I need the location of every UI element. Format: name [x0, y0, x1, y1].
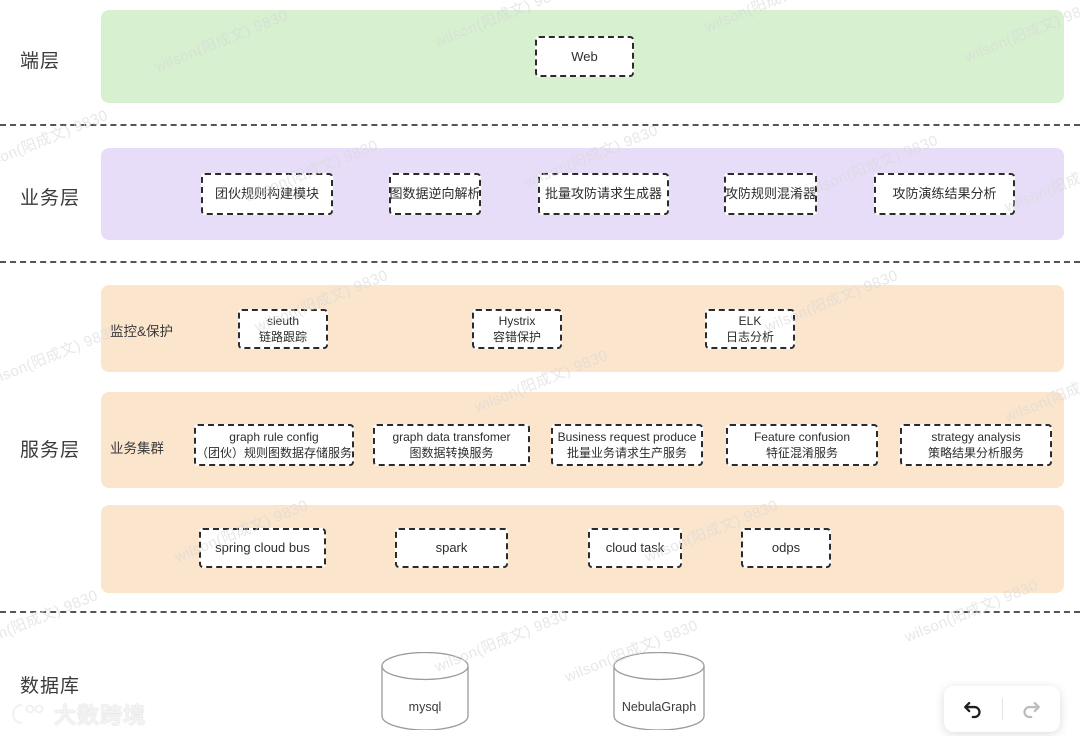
brand-mark-icon [12, 704, 44, 724]
node-graph-rule-config[interactable]: graph rule config （团伙）规则图数据存储服务 [194, 424, 354, 466]
node-batch-attack-request-generator[interactable]: 批量攻防请求生成器 [538, 173, 669, 215]
node-secondary-label: 图数据转换服务 [409, 446, 494, 460]
cylinder-shape-icon [613, 652, 705, 730]
node-secondary-label: 批量业务请求生产服务 [566, 446, 687, 460]
node-secondary-label: 策略结果分析服务 [927, 446, 1024, 460]
node-cloud-task[interactable]: cloud task [588, 528, 682, 568]
db-cylinder-mysql[interactable]: mysql [380, 652, 470, 730]
node-primary-label: graph data transfomer [392, 429, 511, 444]
layer-title-service: 服务层 [20, 440, 81, 461]
brand-logo: 大数跨境 [8, 698, 146, 730]
undo-arrow-icon [963, 701, 981, 719]
node-spring-cloud-bus[interactable]: spring cloud bus [199, 528, 326, 568]
node-sleuth[interactable]: sleuth 链路跟踪 [238, 309, 328, 349]
db-label: mysql [408, 700, 442, 714]
node-business-request-produce[interactable]: Business request produce 批量业务请求生产服务 [551, 424, 703, 466]
node-label: cloud task [605, 540, 665, 556]
redo-button[interactable] [1003, 686, 1061, 732]
redo-arrow-icon [1023, 701, 1041, 719]
node-hystrix[interactable]: Hystrix 容错保护 [472, 309, 562, 349]
node-label: spring cloud bus [215, 540, 310, 556]
node-secondary-label: 容错保护 [492, 330, 541, 344]
node-primary-label: strategy analysis [931, 429, 1021, 444]
node-feature-confusion[interactable]: Feature confusion 特征混淆服务 [726, 424, 878, 466]
node-primary-label: ELK [738, 313, 762, 328]
node-primary-label: graph rule config [229, 429, 319, 444]
node-label: spark [435, 540, 468, 556]
node-graph-data-transformer[interactable]: graph data transfomer 图数据转换服务 [373, 424, 530, 466]
history-toolbar [944, 686, 1060, 732]
node-label: 攻防规则混淆器 [725, 186, 817, 202]
row-title-cluster: 业务集群 [110, 441, 164, 456]
node-label: 图数据逆向解析 [389, 186, 481, 202]
node-secondary-label: （团伙）规则图数据存储服务 [196, 446, 353, 460]
db-cylinder-nebulagraph[interactable]: NebulaGraph [612, 652, 706, 730]
node-label: odps [771, 540, 801, 556]
toolbar-divider [1001, 698, 1003, 720]
node-secondary-label: 日志分析 [725, 330, 774, 344]
node-spark[interactable]: spark [395, 528, 508, 568]
brand-logo-text: 大数跨境 [54, 703, 147, 728]
watermark-text: wilson(阳成文) 9830 [0, 106, 111, 176]
undo-button[interactable] [944, 686, 1002, 732]
node-web[interactable]: Web [535, 36, 634, 77]
layer-title-business: 业务层 [20, 188, 81, 209]
node-label: 攻防演练结果分析 [892, 186, 997, 202]
layer-title-database: 数据库 [20, 676, 81, 697]
node-attack-drill-result-analysis[interactable]: 攻防演练结果分析 [874, 173, 1015, 215]
node-primary-label: Hystrix [498, 313, 536, 328]
node-graph-reverse-parse[interactable]: 图数据逆向解析 [389, 173, 481, 215]
node-label: 团伙规则构建模块 [214, 186, 319, 202]
node-strategy-analysis[interactable]: strategy analysis 策略结果分析服务 [900, 424, 1052, 466]
separator-service-database [0, 611, 1080, 613]
node-primary-label: sleuth [266, 313, 300, 328]
cylinder-shape-icon [381, 652, 469, 730]
node-primary-label: Business request produce [557, 429, 697, 444]
node-odps[interactable]: odps [741, 528, 831, 568]
node-secondary-label: 链路跟踪 [258, 330, 307, 344]
node-attack-rule-confuser[interactable]: 攻防规则混淆器 [724, 173, 817, 215]
separator-client-business [0, 124, 1080, 126]
node-secondary-label: 特征混淆服务 [765, 446, 838, 460]
node-team-rule-builder[interactable]: 团伙规则构建模块 [201, 173, 333, 215]
layer-title-client: 端层 [20, 51, 61, 72]
node-label: 批量攻防请求生成器 [544, 186, 662, 202]
watermark-text: wilson(阳成文) 9830 [0, 586, 101, 656]
db-label: NebulaGraph [621, 700, 697, 714]
row-title-monitoring: 监控&保护 [110, 324, 174, 339]
node-primary-label: Feature confusion [753, 429, 851, 444]
node-web-label: Web [571, 48, 598, 64]
node-elk[interactable]: ELK 日志分析 [705, 309, 795, 349]
separator-business-service [0, 261, 1080, 263]
